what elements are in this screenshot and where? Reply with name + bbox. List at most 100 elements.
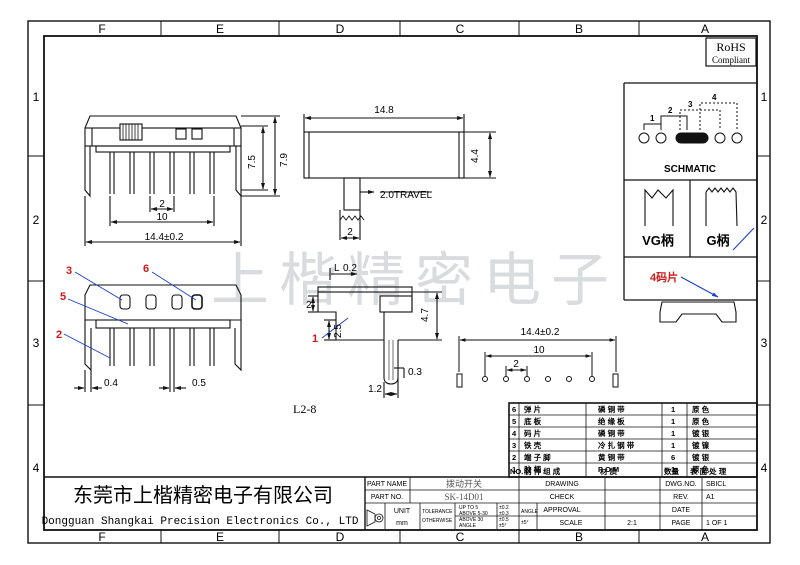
tolerance-label: TOLERANCE [422,509,453,515]
model-label: L2-8 [293,402,316,416]
page-label: PAGE [672,520,691,527]
bom-cell-name: 底 板 [524,416,542,426]
pcb-layout [456,336,619,388]
end-dim-1-2: 1.2 [368,384,382,395]
projection-icon [366,509,384,527]
callout-1: 1 [312,333,318,345]
row-number-left: 1 [33,90,40,104]
bom-header-name: 制 件 组 成 [524,466,561,476]
rohs-sub: Compliant [712,55,750,65]
title-block [44,476,757,530]
tol-row: ABOVE 30 [459,517,483,523]
dim-width: 14.4±0.2 [145,232,184,243]
callout-5: 5 [60,291,66,303]
check-label: CHECK [550,494,575,501]
vg-handle [644,188,674,226]
bom-cell-no: 4 [512,429,517,438]
side-dim-2: 2 [347,227,353,238]
watermark: 上楷精密电子 [211,248,619,313]
part-no-label: PART NO. [371,494,403,501]
col-letter-bottom: D [336,530,345,544]
part-name-label: PART NAME [367,481,407,488]
col-letter-top: F [98,22,105,36]
col-letter-bottom: A [701,530,709,544]
end-dim-2-5: 2.5 [333,324,344,338]
bom-cell-finish: 镀 镍 [692,440,710,450]
part-name: 拨动开关 [446,478,482,489]
code-piece [659,276,737,323]
dim-10: 10 [156,212,168,223]
tol-row: UP TO 5 [459,505,478,511]
row-number-right: 2 [761,213,768,227]
g-label: G柄 [706,233,729,248]
unit-label: UNIT [394,508,411,515]
dim-0-5: 0.5 [192,378,206,389]
bom-cell-no: 1 [512,465,516,474]
page-value: 1 OF 1 [706,520,728,527]
bom-header-qty: 数量 [664,466,679,476]
drawing-label: DRAWING [545,481,579,488]
bom-header-finish: 表 面 处 理 [690,466,727,476]
company-name-cn: 东莞市上楷精密电子有限公司 [73,484,333,507]
schematic-pin: 3 [688,100,693,109]
tol-val: ±0.5 [499,517,509,523]
rev-value: A1 [706,494,715,501]
tol-val: ±0.3 [499,511,509,517]
end-l-label: L [334,263,340,274]
row-number-left: 3 [33,336,40,350]
col-letter-bottom: B [575,530,583,544]
schematic [638,102,743,144]
schematic-pin: 4 [712,93,717,102]
bom-cell-finish: 原 色 [692,416,710,426]
bom-cell-qty: 6 [671,453,675,462]
dim-7-5: 7.5 [247,155,258,169]
part-no: SK-14D01 [444,492,483,502]
otherwise-label: OTHERWISE [422,518,453,524]
bom-cell-no: 6 [512,405,516,414]
bom-cell-finish: 原 色 [692,404,710,414]
dim-2: 2 [159,199,165,210]
unit-value: mm [396,520,408,527]
scale-value: 2:1 [627,520,637,527]
bom-table [508,402,758,478]
bom-cell-material: 黄 铜 带 [598,452,625,462]
end-l-val: 0.2 [343,263,357,274]
row-number-right: 3 [761,336,768,350]
bom-cell-name: 码 片 [524,428,541,438]
schematic-pin: 1 [650,114,655,123]
schematic-title: SCHMATIC [664,164,716,175]
travel-label: 2.0TRAVEL [380,190,432,201]
bom-cell-qty: 1 [671,429,675,438]
dim-0-4: 0.4 [104,378,118,389]
bom-cell-name: 弹 片 [524,404,541,414]
bom-cell-name: 胶 柄 [524,464,542,474]
col-letter-top: E [216,22,224,36]
bom-cell-qty: 1 [671,405,675,414]
pcb-dim-width: 14.4±0.2 [521,327,560,338]
rev-label: REV. [673,494,689,501]
rohs-title: RoHS [716,40,745,54]
row-number-right: 4 [761,461,768,475]
bom-cell-finish: 镀 银 [692,452,710,462]
bom-cell-finish: 原 色 [692,464,710,474]
callout-6: 6 [143,263,149,275]
scale-label: SCALE [560,520,583,527]
bom-cell-qty: 1 [671,465,675,474]
front-view [84,115,280,246]
pcb-dim-2: 2 [513,359,519,370]
detail-callout-lines [63,271,197,359]
bom-cell-qty: 1 [671,441,675,450]
tol-row: ABOVE 5-30 [459,511,488,517]
bom-cell-qty: 1 [671,417,675,426]
callout-2: 2 [56,329,62,341]
approval-label: APPROVAL [543,507,580,514]
bom-cell-material: 绝 缘 板 [598,416,625,426]
bom-cell-name: 端 子 脚 [524,452,551,462]
row-number-left: 2 [33,213,40,227]
detail-view [74,284,242,392]
side-dim-height: 4.4 [470,149,481,163]
rohs-box [705,37,757,67]
end-dim-4-7: 4.7 [420,308,431,322]
vg-label: VG柄 [642,233,674,248]
company-name-en: Dongguan Shangkai Precision Electronics … [42,516,359,528]
